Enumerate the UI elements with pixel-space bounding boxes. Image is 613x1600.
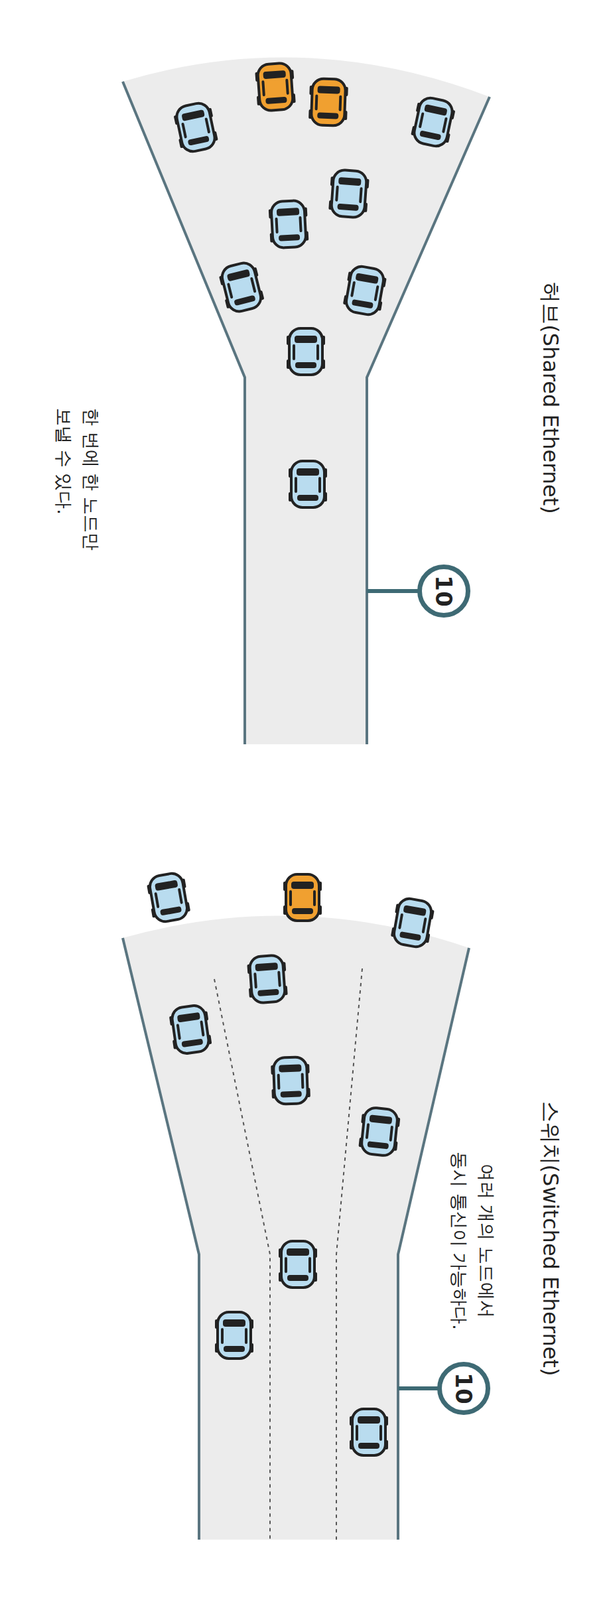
road-surface <box>122 57 490 745</box>
section-title: 허브(Shared Ethernet) <box>534 281 567 515</box>
car <box>389 896 436 949</box>
lane-divider <box>214 979 271 1540</box>
car <box>341 264 388 317</box>
car <box>268 200 310 249</box>
speed-number: 10 <box>452 1372 476 1404</box>
road-surface <box>122 915 470 1540</box>
car <box>171 100 219 155</box>
car <box>167 1003 213 1055</box>
car <box>283 874 322 921</box>
section-title: 스위치(Switched Ethernet) <box>534 1101 567 1377</box>
car <box>409 95 457 150</box>
sign-post <box>366 589 420 594</box>
car <box>328 169 371 219</box>
caption-note: 한 번에 한 노드만 보낼 수 있다. <box>49 408 104 551</box>
car <box>270 1056 311 1105</box>
speed-sign: 10 <box>437 1362 491 1416</box>
caption-note: 여러 개의 노드에서 동시 통신이 가능하다. <box>445 1151 499 1331</box>
car <box>349 1409 389 1456</box>
road-edge <box>366 96 490 745</box>
car <box>286 328 326 375</box>
speed-sign: 10 <box>417 564 471 618</box>
car <box>216 260 266 315</box>
car <box>288 461 328 508</box>
car <box>145 871 192 924</box>
car <box>358 1106 402 1158</box>
sign-post <box>398 1386 440 1391</box>
car <box>254 62 297 112</box>
road-edge <box>122 81 245 745</box>
car <box>308 78 349 127</box>
speed-number: 10 <box>432 575 456 607</box>
car <box>246 954 289 1004</box>
car <box>278 1241 318 1288</box>
car <box>214 1312 254 1359</box>
